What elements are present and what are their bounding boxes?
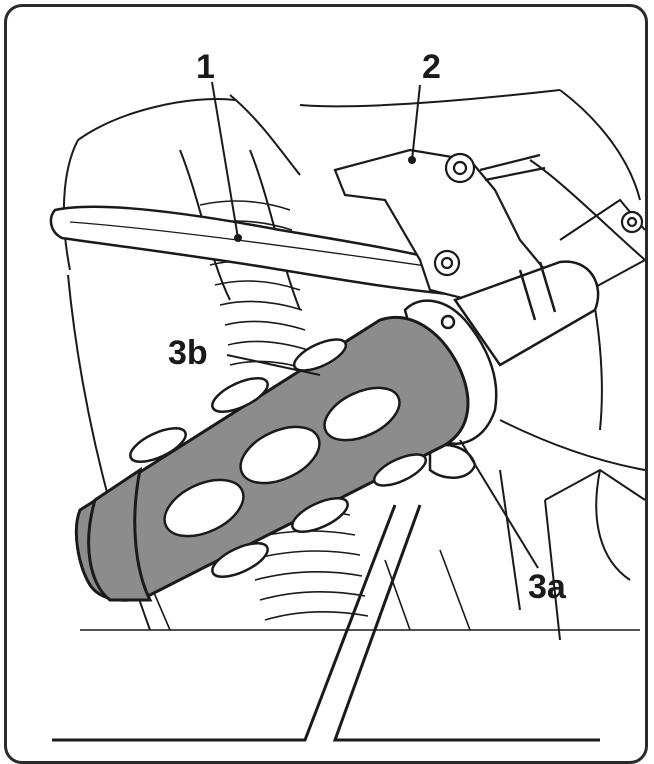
leader-line-3a [459,439,539,569]
label-3a: 3a [528,568,566,606]
label-2: 2 [422,48,441,86]
handlebar-tube [453,260,600,367]
leader-lines [211,81,539,569]
leader-line-2 [411,84,421,161]
pointer-dot-1 [234,234,242,242]
handlebar-grip [74,315,470,602]
pointer-dot-2 [408,156,416,164]
label-1: 1 [196,48,215,86]
brake-lever [49,205,472,297]
leader-line-3b [226,354,321,376]
label-3b: 3b [168,334,208,372]
callout-bracket [52,504,600,742]
leader-line-1 [211,81,239,239]
